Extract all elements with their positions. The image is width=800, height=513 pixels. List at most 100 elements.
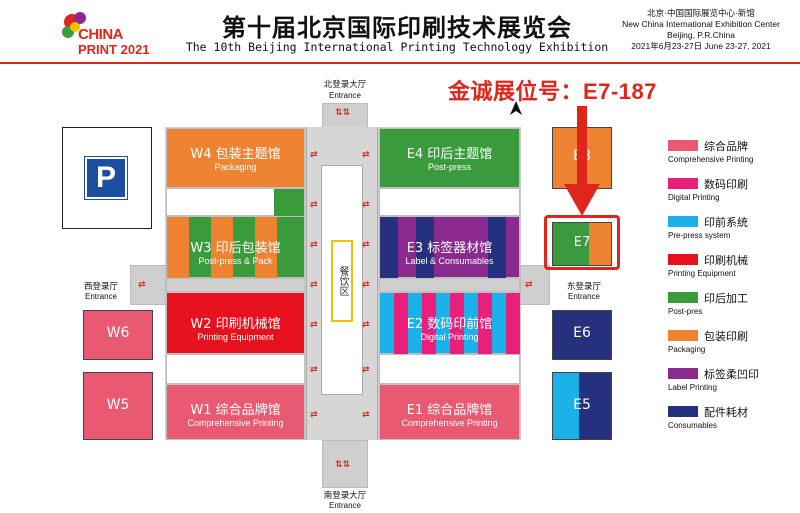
legend-label-en: Packaging bbox=[668, 345, 706, 354]
legend-label-en: Pre-press system bbox=[668, 231, 731, 240]
e2-stripe-2 bbox=[422, 293, 436, 355]
hall-e2-cn: E2 数码印前馆 bbox=[406, 317, 493, 332]
booth-callout: 金诚展位号：E7-187 bbox=[448, 79, 657, 104]
w4-w3-corridor bbox=[166, 188, 305, 217]
hall-w1[interactable]: W1 综合品牌馆 Comprehensive Printing bbox=[166, 384, 305, 440]
north-arrow-icon bbox=[510, 101, 522, 115]
hall-e1-cn: E1 综合品牌馆 bbox=[406, 403, 493, 418]
legend-swatch bbox=[668, 254, 698, 265]
logo-circle-purple bbox=[74, 12, 86, 24]
hall-e1-en: Comprehensive Printing bbox=[401, 418, 498, 428]
hall-e4-cn: E4 印后主题馆 bbox=[406, 147, 493, 162]
legend-label-cn: 印刷机械 bbox=[704, 254, 748, 267]
legend-label-en: Consumables bbox=[668, 421, 717, 430]
hall-e6-label: E6 bbox=[573, 325, 591, 341]
hall-e3-en: Label & Consumables bbox=[405, 256, 494, 266]
arrow-w2: ⇄ bbox=[310, 320, 318, 330]
w3-stripe-2 bbox=[211, 217, 233, 279]
title-chinese: 第十届北京国际印刷技术展览会 bbox=[222, 13, 572, 42]
e3-stripe-1 bbox=[380, 217, 398, 279]
e2-stripe-1 bbox=[394, 293, 408, 355]
venue-line-3: Beijing, P.R.China bbox=[667, 30, 735, 40]
hall-e7[interactable]: E7 bbox=[552, 222, 612, 266]
hall-w2[interactable]: W2 印刷机械馆 Printing Equipment bbox=[166, 292, 305, 354]
hall-w4-cn: W4 包装主题馆 bbox=[190, 147, 281, 162]
hall-w4-en: Packaging bbox=[214, 162, 257, 172]
venue-info: 北京·中国国际展览中心·新馆 New China International E… bbox=[608, 8, 794, 52]
arrow-w1: ⇄ bbox=[310, 365, 318, 375]
hall-e1[interactable]: E1 综合品牌馆 Comprehensive Printing bbox=[379, 384, 520, 440]
w3-stripe-3 bbox=[255, 217, 277, 279]
e7-orange-strip bbox=[589, 223, 611, 265]
hall-w1-cn: W1 综合品牌馆 bbox=[190, 403, 281, 418]
e7-highlight-box bbox=[544, 215, 620, 270]
south-entrance-label: 南登录大厅 bbox=[323, 491, 367, 501]
hall-e5[interactable]: E5 bbox=[552, 372, 612, 440]
logo-circle-yellow bbox=[70, 22, 80, 32]
south-entrance-en: Entrance bbox=[328, 501, 362, 510]
legend-label-en: Comprehensive Printing bbox=[668, 155, 754, 164]
arrow-e3: ⇄ bbox=[362, 240, 370, 250]
china-print-logo: CHINA PRINT 2021 bbox=[62, 12, 172, 60]
north-arrows: ⇅⇅ bbox=[335, 108, 351, 118]
parking-icon: P bbox=[84, 156, 128, 200]
arrow-w4b: ⇄ bbox=[310, 200, 318, 210]
legend-label-cn: 标签柔凹印 bbox=[704, 368, 759, 381]
legend-swatch bbox=[668, 330, 698, 341]
north-entrance-hall bbox=[322, 103, 368, 128]
hall-e6[interactable]: E6 bbox=[552, 310, 612, 360]
east-arrows: ⇄ bbox=[525, 280, 533, 290]
parking-area: P bbox=[62, 127, 152, 229]
w4-green-strip bbox=[274, 189, 304, 217]
legend-swatch bbox=[668, 292, 698, 303]
arrow-e4b: ⇄ bbox=[362, 200, 370, 210]
arrow-e1b: ⇄ bbox=[362, 410, 370, 420]
legend-swatch bbox=[668, 406, 698, 417]
pointer-arrow-icon bbox=[564, 106, 600, 216]
arrow-em: ⇄ bbox=[362, 280, 370, 290]
legend-label-cn: 包装印刷 bbox=[704, 330, 748, 343]
hall-e7-label: E7 bbox=[573, 235, 591, 250]
arrow-w4: ⇄ bbox=[310, 150, 318, 160]
legend-label-en: Printing Equipment bbox=[668, 269, 736, 278]
east-entrance-label: 东登录厅 bbox=[566, 282, 601, 292]
hall-e2[interactable]: E2 数码印前馆 Digital Printing bbox=[379, 292, 520, 355]
west-entrance-hall bbox=[130, 265, 166, 305]
hall-w5[interactable]: W5 bbox=[83, 372, 153, 440]
dining-area: 餐饮区 bbox=[331, 240, 353, 322]
e3-stripe-2 bbox=[416, 217, 434, 279]
legend-label-cn: 数码印刷 bbox=[704, 178, 748, 191]
east-entrance-en: Entrance bbox=[567, 292, 601, 301]
hall-w5-label: W5 bbox=[106, 397, 130, 413]
hall-e4[interactable]: E4 印后主题馆 Post-press bbox=[379, 128, 520, 188]
e2-stripe-4 bbox=[478, 293, 492, 355]
legend-label-en: Label Printing bbox=[668, 383, 717, 392]
arrow-wm: ⇄ bbox=[310, 280, 318, 290]
hall-w3[interactable]: W3 印后包装馆 Post-press & Pack bbox=[166, 216, 305, 279]
hall-w4[interactable]: W4 包装主题馆 Packaging bbox=[166, 128, 305, 188]
hall-w2-cn: W2 印刷机械馆 bbox=[190, 317, 281, 332]
logo-text-line1: CHINA bbox=[78, 26, 124, 43]
hall-e4-en: Post-press bbox=[427, 162, 471, 172]
hall-w2-en: Printing Equipment bbox=[197, 332, 274, 342]
south-arrows: ⇅⇅ bbox=[335, 460, 351, 470]
hall-w3-cn: W3 印后包装馆 bbox=[190, 241, 281, 256]
w-middle-corridor bbox=[166, 278, 305, 292]
legend-label-cn: 印后加工 bbox=[704, 292, 748, 305]
hall-e3[interactable]: E3 标签器材馆 Label & Consumables bbox=[379, 216, 520, 279]
hall-w6-label: W6 bbox=[106, 325, 130, 341]
e2-e1-corridor bbox=[379, 354, 520, 384]
e-middle-corridor bbox=[379, 278, 520, 292]
south-entrance-hall bbox=[322, 440, 368, 488]
west-entrance-en: Entrance bbox=[84, 292, 118, 301]
legend-swatch bbox=[668, 368, 698, 379]
legend-label-cn: 配件耗材 bbox=[704, 406, 748, 419]
legend-swatch bbox=[668, 178, 698, 189]
hall-w6[interactable]: W6 bbox=[83, 310, 153, 360]
legend-label-en: Digital Printing bbox=[668, 193, 720, 202]
east-entrance-hall bbox=[520, 265, 550, 305]
venue-line-4: 2021年6月23-27日 June 23-27, 2021 bbox=[631, 41, 771, 51]
w2-w1-corridor bbox=[166, 354, 305, 384]
header-divider bbox=[0, 62, 800, 64]
venue-line-1: 北京·中国国际展览中心·新馆 bbox=[647, 8, 755, 18]
